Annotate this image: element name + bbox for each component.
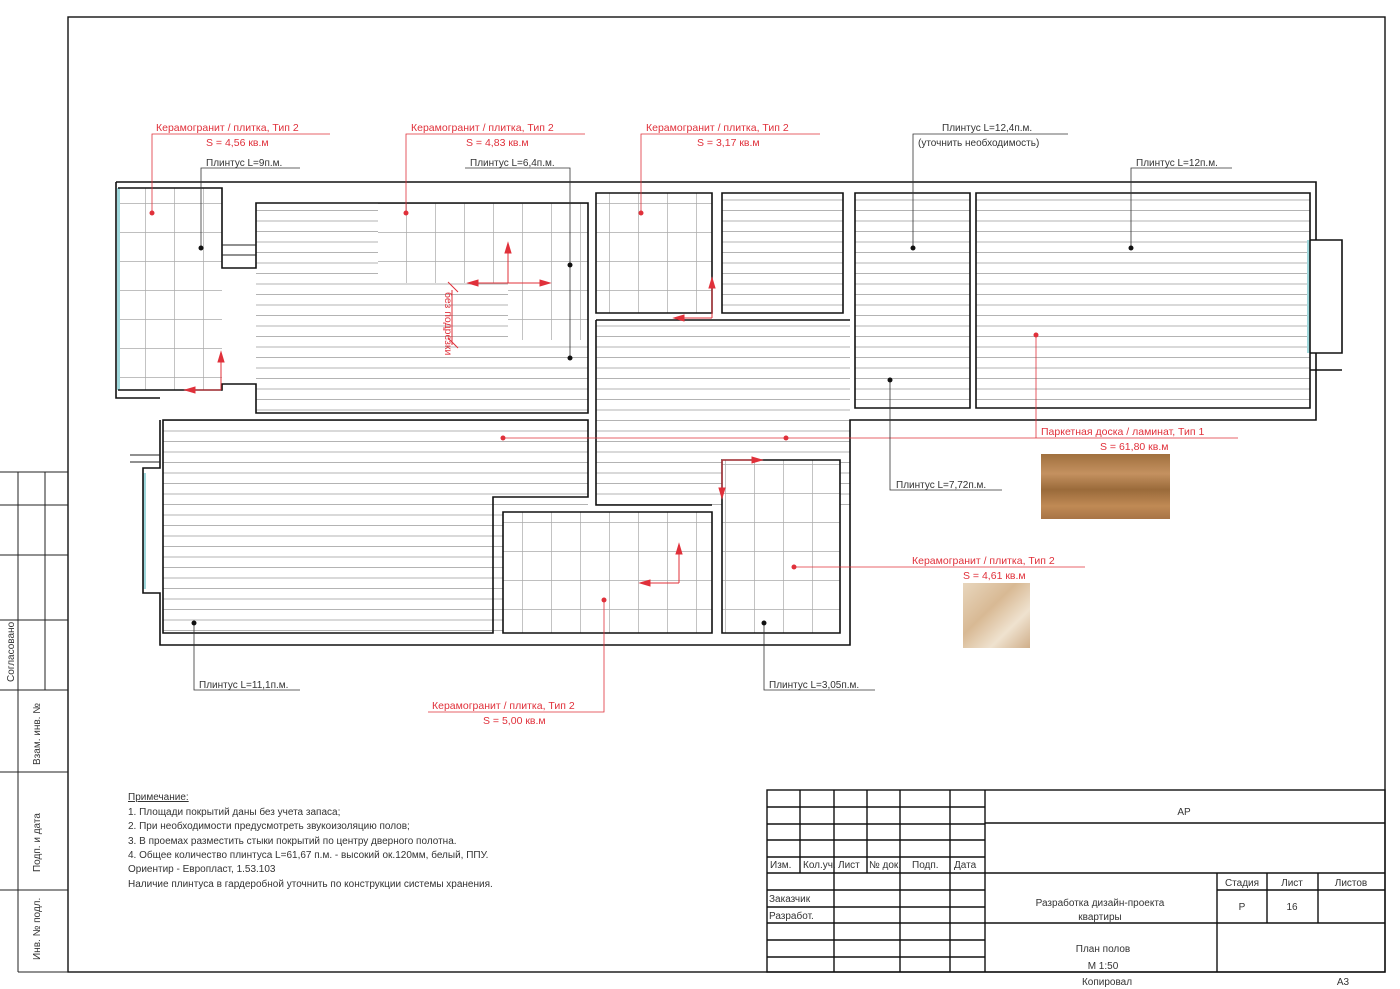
sheet-label: Лист — [1281, 878, 1303, 889]
drawing-frame — [67, 16, 1386, 973]
tile1-title: Керамогранит / плитка, Тип 2 — [156, 122, 299, 134]
stage-label: Стадия — [1225, 878, 1259, 889]
tile-area-1 — [118, 188, 222, 390]
plinth-3-05: Плинтус L=3,05п.м. — [769, 680, 859, 691]
header-doc: № док. — [869, 860, 901, 871]
plinth-12-4-note: (уточнить необходимость) — [918, 137, 1039, 149]
tile-start-arrows: без подрезки — [183, 241, 764, 587]
plinth-6-4: Плинтус L=6,4п.м. — [470, 158, 555, 169]
plinth-12: Плинтус L=12п.м. — [1136, 158, 1218, 169]
tile2-area: S = 4,83 кв.м — [466, 137, 529, 149]
parquet-sample-swatch — [1041, 454, 1170, 519]
header-sign: Подп. — [912, 860, 939, 871]
plinth-12-4: Плинтус L=12,4п.м. — [942, 123, 1032, 134]
developer-label: Разработ. — [769, 910, 814, 922]
sheet-value: 16 — [1286, 902, 1298, 913]
notes-title: Примечание: — [128, 792, 189, 803]
tile3-area: S = 3,17 кв.м — [697, 137, 760, 149]
tile5-title: Керамогранит / плитка, Тип 2 — [432, 700, 575, 712]
header-count: Кол.уч. — [803, 860, 836, 871]
project-title-line2: квартиры — [1078, 912, 1121, 923]
tile-area-3 — [596, 193, 712, 313]
stamp-replace-inv: Взам. инв. № — [32, 703, 43, 765]
tile1-area: S = 4,56 кв.м — [206, 137, 269, 149]
header-sheet: Лист — [838, 860, 860, 871]
plinth-11-1: Плинтус L=11,1п.м. — [199, 680, 288, 691]
note-line: Наличие плинтуса в гардеробной уточнить … — [128, 878, 493, 890]
note-line: 1. Площади покрытий даны без учета запас… — [128, 806, 340, 818]
customer-label: Заказчик — [769, 894, 811, 905]
tile3-title: Керамогранит / плитка, Тип 2 — [646, 122, 789, 134]
format-label: А3 — [1337, 977, 1350, 988]
tile-sample-swatch — [963, 583, 1030, 648]
tile-area-2 — [378, 203, 588, 283]
project-code: АР — [1177, 807, 1191, 818]
header-change: Изм. — [770, 860, 791, 871]
scale: М 1:50 — [1088, 961, 1119, 972]
plinth-7-72: Плинтус L=7,72п.м. — [896, 480, 986, 491]
stamp-inv-original: Инв. № подл. — [32, 898, 43, 960]
tile-area-5 — [503, 512, 712, 633]
side-stamp: Согласовано Взам. инв. № Подп. и дата Ин… — [0, 471, 68, 973]
annotations: Керамогранит / плитка, Тип 2 S = 4,56 кв… — [149, 122, 1238, 727]
plinth-9: Плинтус L=9п.м. — [206, 158, 282, 169]
note-line: 4. Общее количество плинтуса L=61,67 п.м… — [128, 849, 488, 861]
stamp-agreed: Согласовано — [6, 621, 17, 682]
note-line: 3. В проемах разместить стыки покрытий п… — [128, 836, 457, 847]
no-trim-label: без подрезки — [442, 292, 454, 356]
laminate-area-room — [855, 193, 970, 408]
title-block: АР Изм. Кол.уч. Лист № док. Подп. Дата З… — [766, 789, 1386, 988]
header-date: Дата — [954, 860, 977, 871]
walls — [115, 181, 1343, 646]
floor-fills — [117, 188, 1310, 633]
sheets-label: Листов — [1335, 878, 1368, 889]
parquet-area: S = 61,80 кв.м — [1100, 441, 1168, 453]
tile4-area: S = 4,61 кв.м — [963, 570, 1026, 582]
project-title-line1: Разработка дизайн-проекта — [1036, 897, 1165, 909]
tile2-title: Керамогранит / плитка, Тип 2 — [411, 122, 554, 134]
plan-name: План полов — [1076, 944, 1130, 955]
copied-label: Копировал — [1082, 977, 1132, 988]
note-line: Ориентир - Европласт, 1.53.103 — [128, 864, 276, 875]
tile4-title: Керамогранит / плитка, Тип 2 — [912, 555, 1055, 567]
note-line: 2. При необходимости предусмотреть звуко… — [128, 820, 410, 832]
parquet-title: Паркетная доска / ламинат, Тип 1 — [1041, 426, 1204, 438]
stamp-sign-date: Подп. и дата — [32, 813, 43, 872]
notes: Примечание: 1. Площади покрытий даны без… — [128, 792, 493, 890]
tile-area-4 — [722, 460, 840, 633]
laminate-area-bedroom — [976, 193, 1310, 408]
tile5-area: S = 5,00 кв.м — [483, 715, 546, 727]
stage-value: Р — [1239, 902, 1246, 913]
